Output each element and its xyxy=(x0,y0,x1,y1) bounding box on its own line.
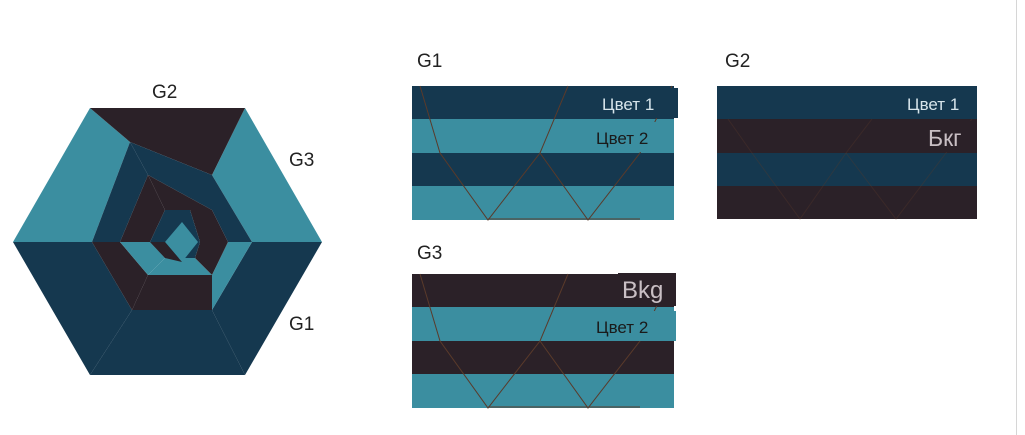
hex-band xyxy=(130,142,212,210)
hex-band xyxy=(13,242,132,375)
pattern-outline xyxy=(539,273,673,409)
color-tag-bg xyxy=(618,273,676,306)
panel-g1: Цвет 1 Цвет 2 xyxy=(412,85,678,221)
stripe-color2 xyxy=(412,186,674,220)
hex-band xyxy=(148,258,212,275)
hex-band xyxy=(148,175,212,210)
hex-band xyxy=(92,142,148,242)
hex-band xyxy=(212,242,252,310)
hex-core xyxy=(150,242,182,262)
hex-band xyxy=(13,108,130,242)
panel-title-g1: G1 xyxy=(417,51,443,72)
color-tag-text: Цвет 2 xyxy=(596,129,648,148)
stripe-color2 xyxy=(412,374,674,408)
panel-g3: Bkg Цвет 2 xyxy=(412,273,676,409)
pattern-outline xyxy=(727,118,873,220)
hex-band xyxy=(212,175,252,242)
color-tag-bg xyxy=(920,121,977,152)
hex-band xyxy=(190,210,228,242)
color-tag-text: Бкг xyxy=(928,125,962,151)
color-tag-text: Цвет 1 xyxy=(907,95,959,114)
hexagon-label-g1: G1 xyxy=(289,314,315,335)
stripe-bkg xyxy=(717,186,977,219)
hex-band xyxy=(92,242,148,310)
hexagon-label-g2: G2 xyxy=(152,82,178,103)
hex-band xyxy=(212,242,322,375)
color-tag-text: Bkg xyxy=(622,277,663,304)
color-tag-text: Цвет 1 xyxy=(602,95,654,114)
hex-band xyxy=(195,242,228,275)
panel-title-g2: G2 xyxy=(725,51,751,72)
hexagon-label-g3: G3 xyxy=(289,150,315,171)
color-tag-bg xyxy=(588,311,676,341)
hex-band xyxy=(120,242,165,275)
hex-core xyxy=(165,222,198,262)
hex-band xyxy=(120,175,165,242)
hex-band xyxy=(90,108,245,175)
stripe-bkg xyxy=(412,341,674,374)
hex-band xyxy=(212,108,322,242)
panel-title-g3: G3 xyxy=(417,243,443,264)
pattern-outline xyxy=(419,85,569,221)
pattern-outline xyxy=(539,85,673,221)
hex-band xyxy=(90,310,245,375)
color-tag-bg xyxy=(570,88,678,118)
page-edge-divider xyxy=(1016,0,1017,435)
hexagon-pattern xyxy=(13,108,322,375)
pattern-outline xyxy=(419,273,569,409)
color-tag-bg xyxy=(878,88,977,118)
color-tag-text: Цвет 2 xyxy=(596,318,648,337)
hex-band xyxy=(132,275,212,310)
stripe-color1 xyxy=(717,153,977,186)
color-tag-bg xyxy=(588,122,668,152)
stripe-color1 xyxy=(412,153,674,186)
panel-g2: Цвет 1 Бкг xyxy=(717,86,977,220)
